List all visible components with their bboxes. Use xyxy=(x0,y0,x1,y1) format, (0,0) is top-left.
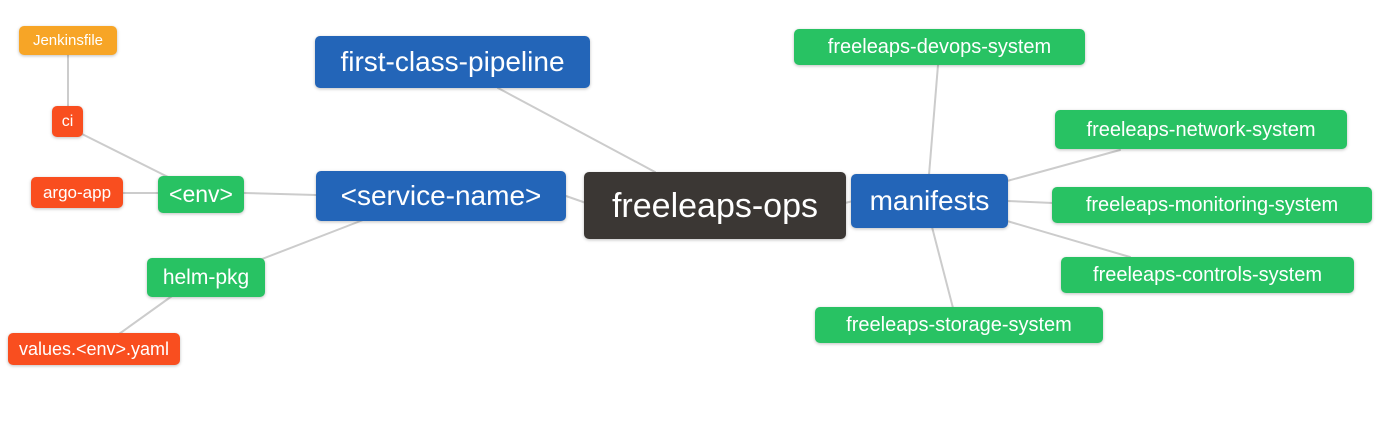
node-freeleaps-devops-system[interactable]: freeleaps-devops-system xyxy=(794,29,1085,65)
node-freeleaps-network-system[interactable]: freeleaps-network-system xyxy=(1055,110,1347,149)
edge-manifests--freeleaps-storage-system xyxy=(931,226,954,309)
node-label-service-name: <service-name> xyxy=(340,180,542,211)
edge-manifests--freeleaps-controls-system xyxy=(1006,220,1131,258)
edge-helm-pkg--values-env-yaml xyxy=(118,295,173,335)
node-freeleaps-controls-system[interactable]: freeleaps-controls-system xyxy=(1061,257,1354,293)
node-label-freeleaps-monitoring-system: freeleaps-monitoring-system xyxy=(1085,194,1339,216)
edge-service-name--helm-pkg xyxy=(261,219,364,260)
edge-ci--env xyxy=(81,133,171,179)
node-ci[interactable]: ci xyxy=(52,106,83,137)
node-label-manifests: manifests xyxy=(869,185,990,216)
node-service-name[interactable]: <service-name> xyxy=(316,171,566,221)
node-freeleaps-storage-system[interactable]: freeleaps-storage-system xyxy=(815,307,1103,343)
node-jenkinsfile[interactable]: Jenkinsfile xyxy=(19,26,117,55)
node-label-freeleaps-ops: freeleaps-ops xyxy=(611,186,818,225)
node-manifests[interactable]: manifests xyxy=(851,174,1008,228)
node-label-jenkinsfile: Jenkinsfile xyxy=(32,32,104,49)
node-label-argo-app: argo-app xyxy=(42,183,112,202)
node-label-ci: ci xyxy=(61,112,74,130)
node-argo-app[interactable]: argo-app xyxy=(31,177,123,208)
node-label-freeleaps-controls-system: freeleaps-controls-system xyxy=(1093,264,1322,286)
edge-manifests--freeleaps-monitoring-system xyxy=(1006,200,1054,204)
node-label-freeleaps-storage-system: freeleaps-storage-system xyxy=(846,314,1072,336)
node-label-env: <env> xyxy=(169,181,233,207)
edge-first-class-pipeline--freeleaps-ops xyxy=(497,87,656,173)
edge-manifests--freeleaps-network-system xyxy=(1006,149,1121,182)
node-first-class-pipeline[interactable]: first-class-pipeline xyxy=(315,36,590,88)
node-label-freeleaps-devops-system: freeleaps-devops-system xyxy=(827,36,1052,58)
node-freeleaps-ops[interactable]: freeleaps-ops xyxy=(584,172,846,239)
node-label-first-class-pipeline: first-class-pipeline xyxy=(340,46,565,77)
node-label-values-env-yaml: values.<env>.yaml xyxy=(18,339,170,359)
node-values-env-yaml[interactable]: values.<env>.yaml xyxy=(8,333,180,365)
node-helm-pkg[interactable]: helm-pkg xyxy=(147,258,265,297)
node-freeleaps-monitoring-system[interactable]: freeleaps-monitoring-system xyxy=(1052,187,1372,223)
node-label-freeleaps-network-system: freeleaps-network-system xyxy=(1086,118,1316,141)
edge-freeleaps-devops-system--manifests xyxy=(928,64,939,176)
edge-service-name--freeleaps-ops xyxy=(565,195,587,204)
node-label-helm-pkg: helm-pkg xyxy=(162,266,250,289)
edge-env--service-name xyxy=(243,192,317,196)
node-env[interactable]: <env> xyxy=(158,176,244,213)
